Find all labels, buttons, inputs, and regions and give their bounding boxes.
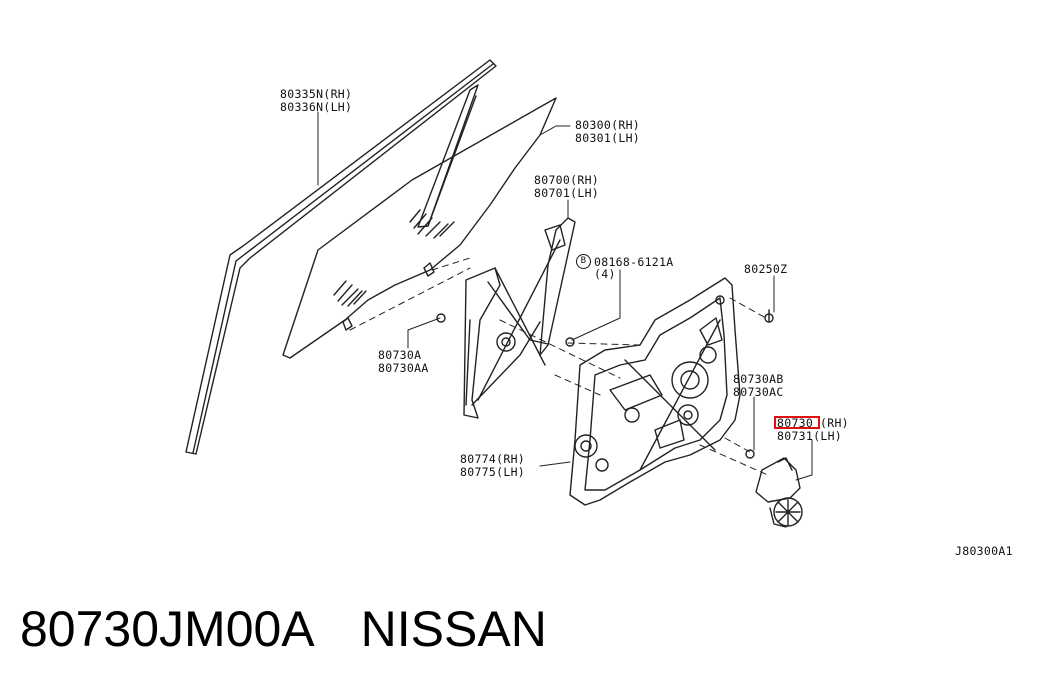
label-weatherstrip-lh: 80336N(LH) xyxy=(280,100,353,114)
label-screw: 80250Z xyxy=(744,262,788,276)
parts-diagram xyxy=(185,59,813,528)
label-glass-lh: 80301(LH) xyxy=(575,131,641,145)
brand-name: NISSAN xyxy=(360,601,547,657)
label-bolt-qty: (4) xyxy=(594,267,616,281)
door-glass xyxy=(282,97,557,359)
label-motor-rh-side: (RH) xyxy=(820,416,849,430)
label-bolt-part: 08168-6121A xyxy=(594,255,674,269)
leader-lines xyxy=(317,111,813,481)
part-caption: 80730JM00A NISSAN xyxy=(20,600,547,658)
part-number: 80730JM00A xyxy=(20,601,315,657)
label-motor-rh-num: 80730 xyxy=(777,416,814,430)
assembly-lines xyxy=(349,257,771,477)
fasteners xyxy=(436,309,774,459)
window-motor xyxy=(755,457,803,528)
label-weatherstrip-rh: 80335N(RH) xyxy=(280,87,353,101)
figure-id: J80300A1 xyxy=(955,544,1013,558)
part-highlight-box xyxy=(774,416,820,429)
label-glass-rh: 80300(RH) xyxy=(575,118,641,132)
door-module-panel xyxy=(569,277,741,506)
label-bolt-circle: B xyxy=(576,254,591,269)
label-bolt-aa: 80730AA xyxy=(378,361,429,375)
label-regulator-rh: 80700(RH) xyxy=(534,173,600,187)
label-module-lh: 80775(LH) xyxy=(460,465,526,479)
label-bolt-ac: 80730AC xyxy=(733,385,784,399)
label-regulator-lh: 80701(LH) xyxy=(534,186,600,200)
window-regulator xyxy=(463,217,576,419)
label-bolt-ab: 80730AB xyxy=(733,372,784,386)
label-motor-lh: 80731(LH) xyxy=(777,429,843,443)
weatherstrip-sash xyxy=(185,59,497,455)
label-module-rh: 80774(RH) xyxy=(460,452,526,466)
label-bolt-a: 80730A xyxy=(378,348,422,362)
